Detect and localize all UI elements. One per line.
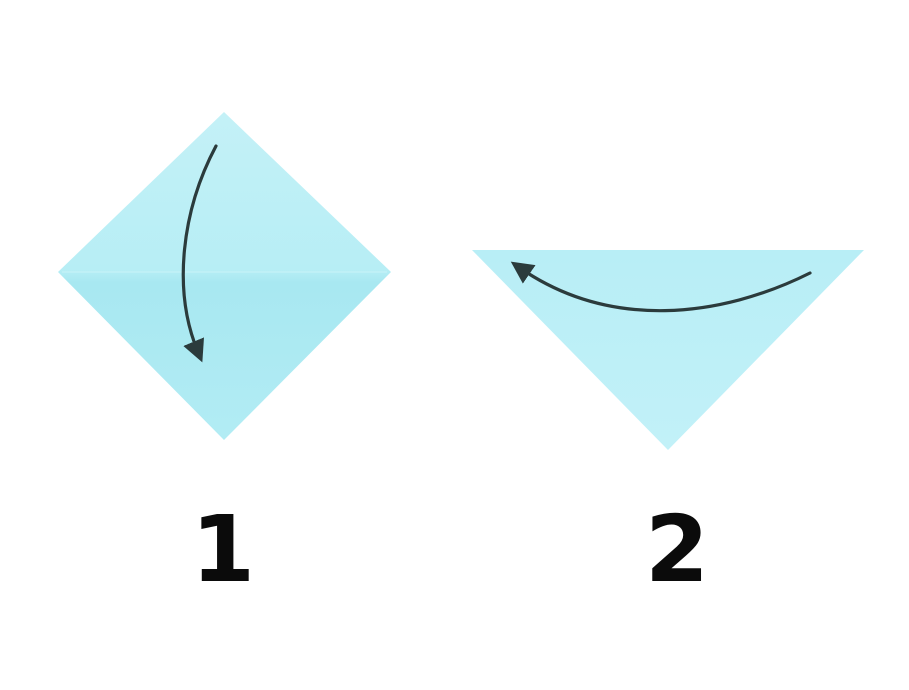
step-1-number-label: 1 [190,496,255,603]
step-2-number-label: 2 [644,496,709,603]
step-1-figure [58,112,391,440]
step-1-fold-arrow-icon [181,144,218,363]
step-2-paper-triangle [472,250,864,450]
step-2-fold-arrow-icon [510,261,812,313]
step-1-paper-diamond [58,112,391,440]
step-2-figure [472,250,864,450]
